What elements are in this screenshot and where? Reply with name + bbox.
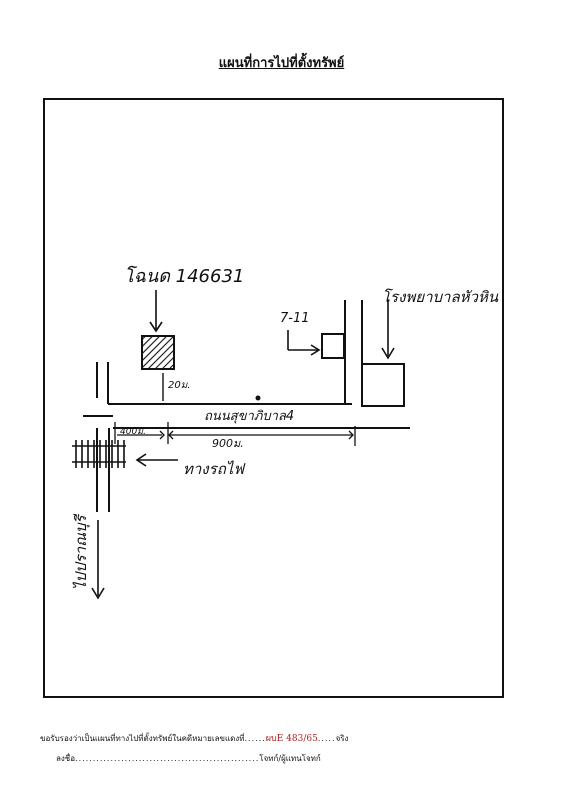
- seven-eleven-building: [321, 333, 345, 359]
- distance-400m-label: 400ม.: [120, 427, 146, 437]
- property-plot: [141, 335, 175, 370]
- signature-line: ลงชื่อ..................................…: [56, 752, 321, 765]
- certification-dots: ......: [244, 734, 266, 743]
- deed-label: โฉนด 146631: [124, 265, 244, 287]
- certification-line: ขอรับรองว่าเป็นแผนที่ทางไปที่ตั้งทรัพย์ใ…: [40, 731, 348, 745]
- road-label: ถนนสุขาภิบาล4: [204, 409, 294, 424]
- signature-label: ลงชื่อ: [56, 754, 76, 763]
- signature-dots: ........................................…: [75, 754, 260, 763]
- seven-eleven-arrow-head: [310, 344, 321, 356]
- seven-eleven-label: 7-11: [280, 311, 310, 326]
- main-road: [83, 403, 410, 429]
- direction-arrow-head: [91, 587, 105, 600]
- hospital-building: [361, 363, 405, 407]
- map-frame: [43, 98, 504, 698]
- hospital-arrow-head: [381, 347, 395, 360]
- road-dot: [255, 395, 261, 401]
- dim-900m: [167, 422, 356, 446]
- page-title: แผนที่การไปที่ตั้งทรัพย์: [218, 56, 345, 71]
- direction-label: ไปปราณบุรี: [72, 513, 90, 590]
- distance-900m-label: 900ม.: [212, 437, 244, 450]
- dim-400m: [114, 422, 165, 444]
- railway-label: ทางรถไฟ: [183, 460, 246, 478]
- distance-20m-label: 20ม.: [168, 380, 191, 391]
- railway-track: [72, 440, 126, 468]
- certification-suffix: จริง: [335, 734, 349, 743]
- hospital-label: โรงพยาบาลหัวหิน: [382, 288, 499, 306]
- signature-role: โจทก์/ผู้แทนโจทก์: [259, 754, 321, 763]
- case-number: ผบE 483/65: [265, 734, 318, 744]
- right-roads: [344, 300, 363, 404]
- left-road: [96, 362, 110, 512]
- property-arrow-head: [149, 321, 163, 333]
- railway-arrow-head: [135, 453, 147, 467]
- certification-text: ขอรับรองว่าเป็นแผนที่ทางไปที่ตั้งทรัพย์ใ…: [40, 734, 245, 743]
- certification-dots-2: .....: [317, 734, 336, 743]
